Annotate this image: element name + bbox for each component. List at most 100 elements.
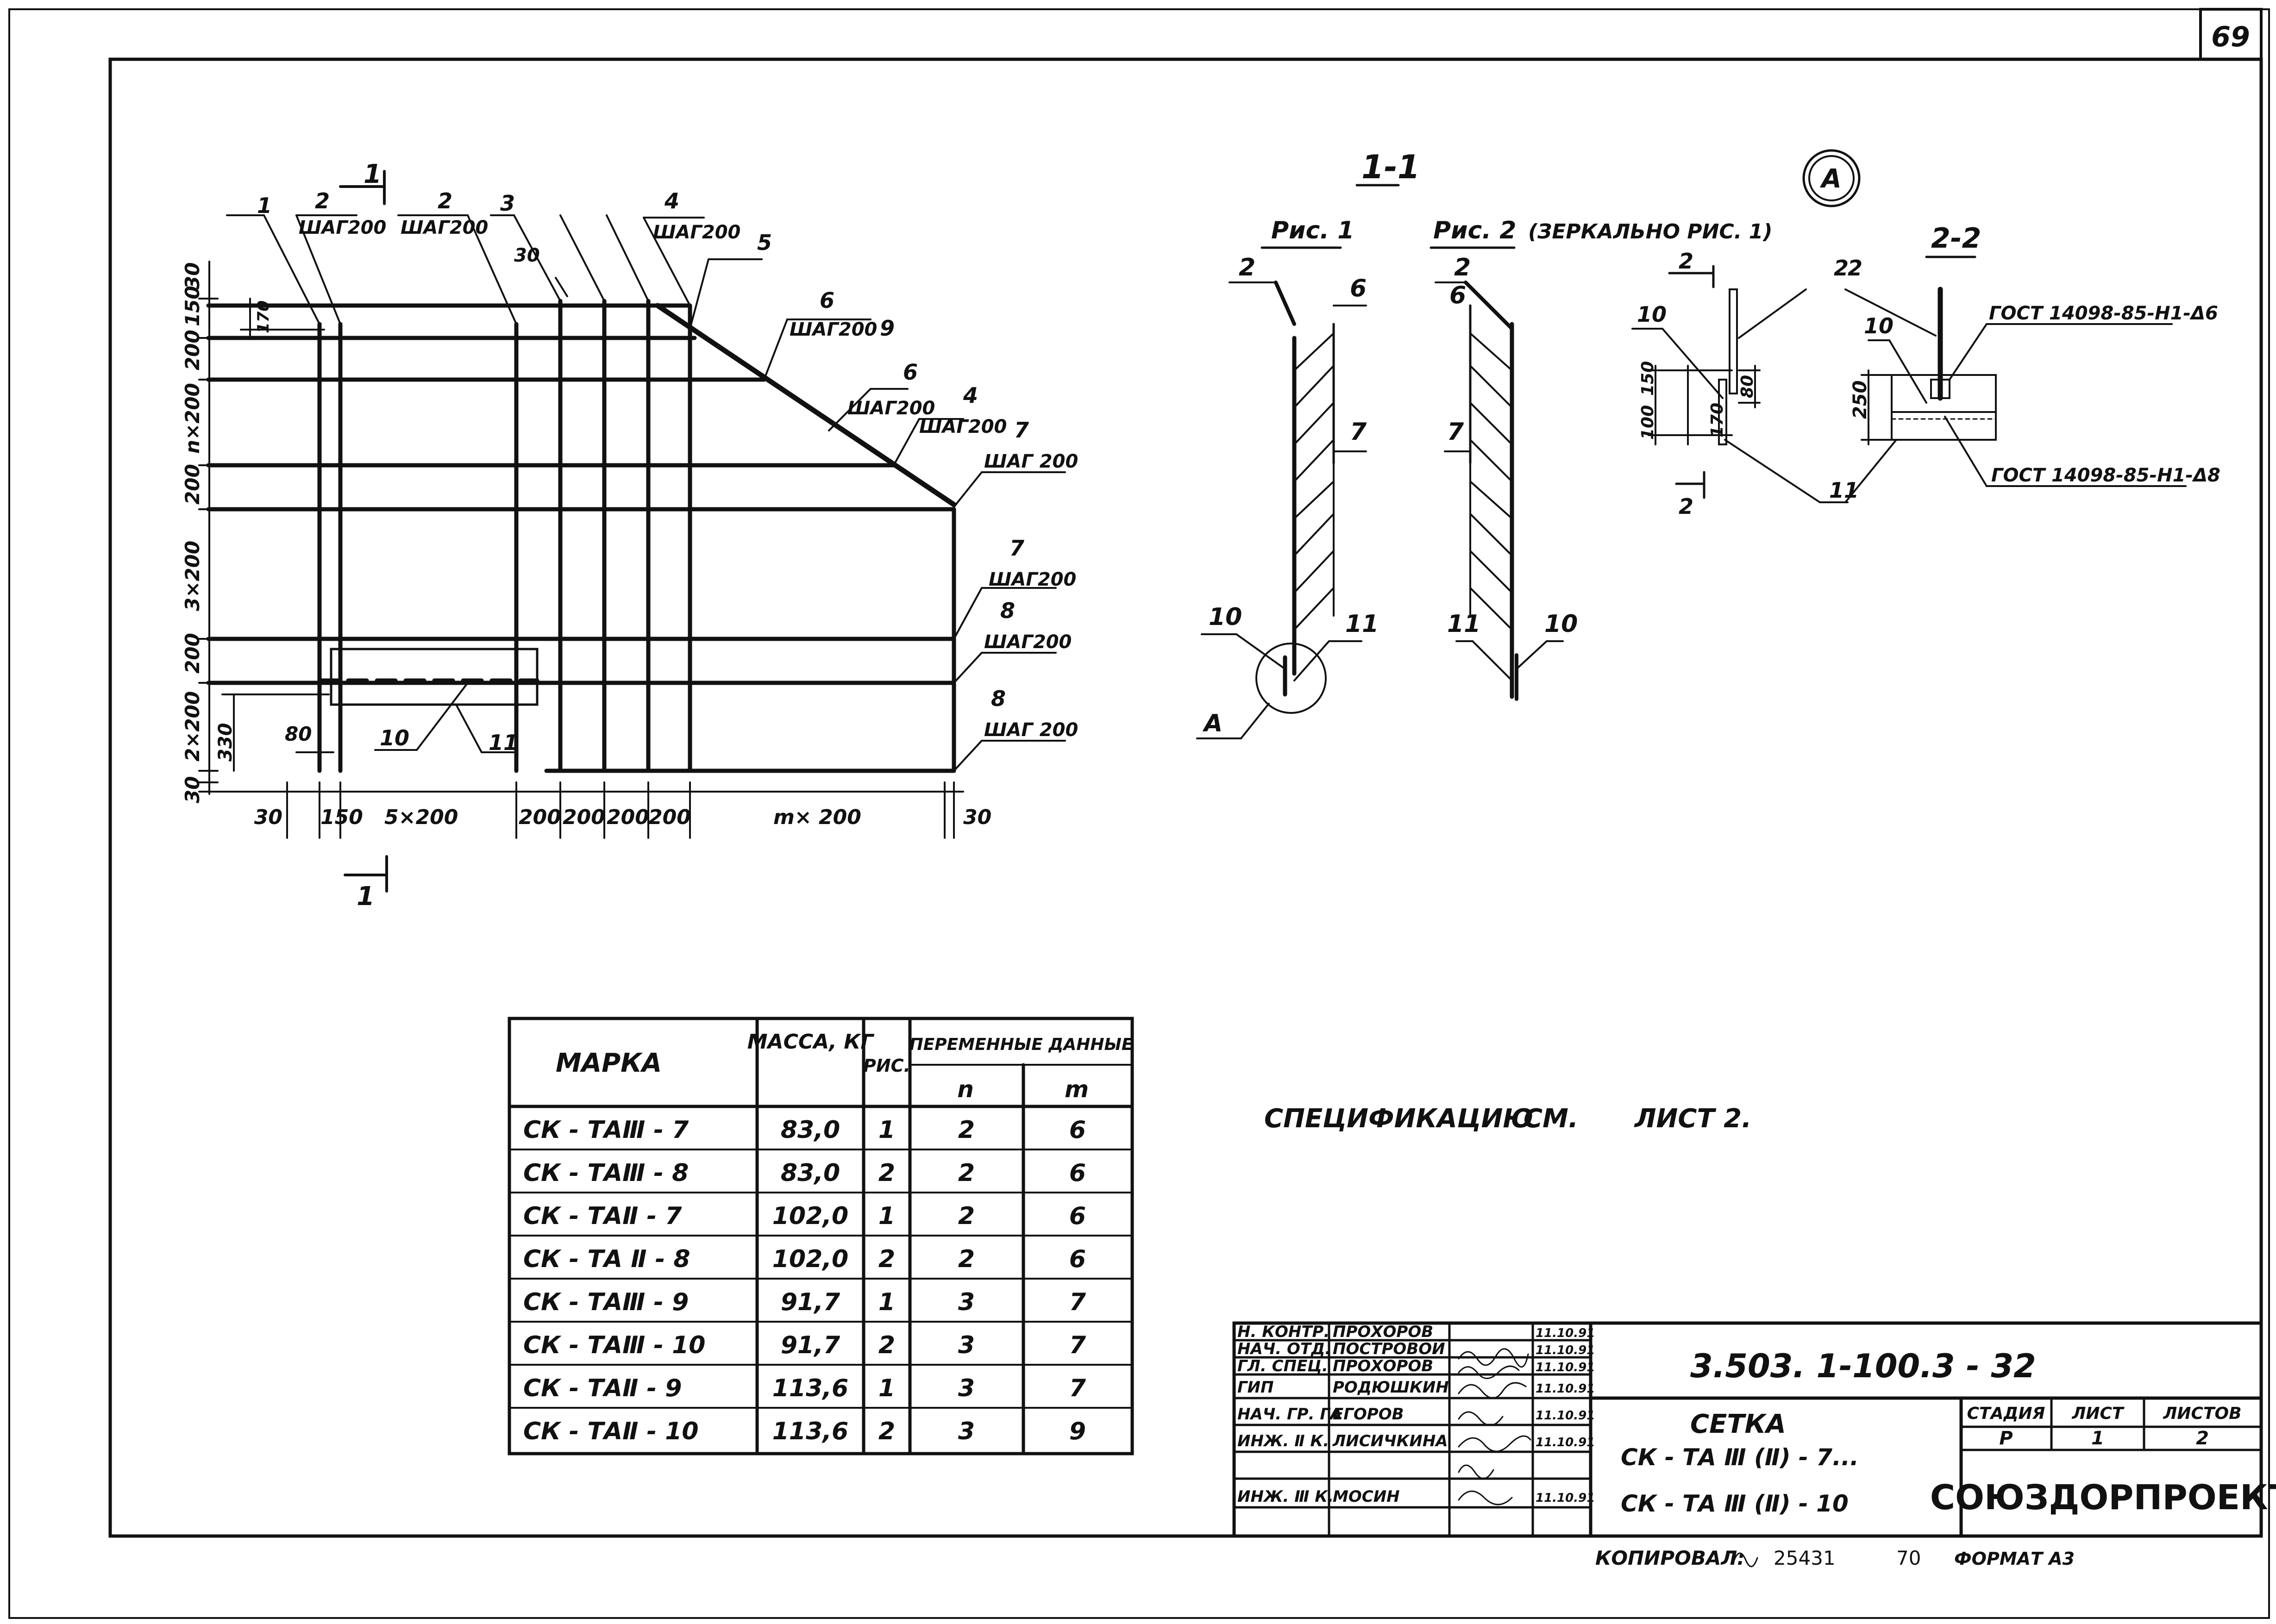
- callout-2a-step: ШАГ200: [299, 217, 386, 238]
- table-cell-m: 7: [1069, 1374, 1086, 1402]
- table-cell-n: 2: [958, 1245, 975, 1273]
- title-block-name: ПОСТРОВОЙ: [1333, 1339, 1445, 1358]
- table-cell-fig: 1: [878, 1116, 895, 1144]
- table-cell-mass: 113,6: [772, 1374, 848, 1402]
- dim-250: 250: [1850, 381, 1871, 419]
- data-table-grid: [508, 1017, 1134, 1455]
- spec-note-sheet: ЛИСТ 2.: [1634, 1104, 1751, 1134]
- callout-11: 11: [489, 730, 518, 755]
- page-number: 69: [2211, 21, 2250, 53]
- fig1-label: Рис. 1: [1271, 217, 1354, 244]
- fig1-callout-7: 7: [1350, 418, 1367, 446]
- title-block-role: Н. КОНТР.: [1237, 1323, 1329, 1341]
- table-cell-mass: 113,6: [772, 1418, 848, 1445]
- table-cell-n: 3: [958, 1374, 975, 1402]
- spec-note-word: СПЕЦИФИКАЦИЮ: [1264, 1104, 1533, 1134]
- fig1-callout-11: 11: [1345, 610, 1379, 638]
- doc-code: 3.503. 1-100.3 - 32: [1690, 1347, 2036, 1385]
- plan-bottom-dims: 30 150 5×200 200 200 200 200 m× 200 30: [254, 806, 991, 829]
- sheet-value: 1: [2091, 1428, 2104, 1449]
- callout-9: 9: [880, 316, 895, 341]
- section-2-2-title: 2-2: [1931, 222, 1981, 255]
- header-m: m: [1065, 1076, 1089, 1103]
- table-cell-fig: 2: [878, 1245, 895, 1273]
- callout-6b: 6: [903, 360, 918, 385]
- plan-detail-frame: [330, 648, 539, 706]
- table-cell-n: 2: [958, 1116, 975, 1144]
- inner-frame: [108, 57, 2263, 1538]
- fig2-callout-6: 6: [1449, 281, 1466, 309]
- header-mark: МАРКА: [556, 1048, 662, 1078]
- header-mass: МАССА, КГ: [747, 1030, 874, 1054]
- table-cell-mark: СК - ТАⅢ - 8: [523, 1159, 689, 1187]
- fig2-note: (ЗЕРКАЛЬНО РИС. 1): [1528, 220, 1772, 244]
- table-cell-mark: СК - ТАⅢ - 7: [523, 1116, 689, 1144]
- fig1-callout-a: А: [1202, 710, 1223, 737]
- table-cell-fig: 2: [878, 1331, 895, 1359]
- title-block-date: 11.10.91: [1536, 1491, 1595, 1505]
- dim-left-200c: 200: [181, 633, 204, 674]
- callout-7b-step: ШАГ200: [989, 569, 1076, 590]
- table-cell-mark: СК - ТАⅢ - 9: [523, 1288, 689, 1316]
- dim-left-30b: 30: [181, 776, 204, 803]
- table-cell-n: 3: [958, 1331, 975, 1359]
- dim-bottom-5x200: 5×200: [384, 806, 458, 829]
- title-block-name: ЛИСИЧКИНА: [1332, 1432, 1448, 1450]
- title-block-name: ЕГОРОВ: [1333, 1405, 1404, 1424]
- plan-leaders: [226, 214, 1066, 772]
- dim-bottom-30a: 30: [254, 806, 282, 829]
- detail-callout-2b: 2: [1848, 256, 1862, 281]
- table-cell-mark: СК - ТАⅡ - 9: [523, 1374, 682, 1402]
- title-block-role: ГЛ. СПЕЦ.: [1237, 1357, 1328, 1375]
- dim-bottom-150: 150: [320, 806, 363, 829]
- fig1-callout-2: 2: [1239, 254, 1255, 281]
- table-cell-mass: 102,0: [772, 1202, 848, 1230]
- table-cell-mass: 91,7: [781, 1288, 840, 1316]
- table-cell-m: 6: [1069, 1116, 1086, 1144]
- callout-7a-step: ШАГ 200: [984, 451, 1078, 472]
- fig2-callout-10: 10: [1544, 610, 1578, 638]
- dim-150: 150: [1638, 361, 1657, 396]
- signatures: [1458, 1348, 1531, 1505]
- plan-dimension-lines: [198, 261, 964, 839]
- callout-7b: 7: [1009, 536, 1024, 561]
- title-block-name: МОСИН: [1333, 1487, 1400, 1506]
- stage-value: Р: [1999, 1428, 2013, 1449]
- copier-signature: [1733, 1552, 1758, 1568]
- table-cell-fig: 1: [878, 1288, 895, 1316]
- format-label: ФОРМАТ А3: [1954, 1549, 2075, 1569]
- title-block-role: НАЧ. ГР. ГА: [1237, 1405, 1342, 1424]
- fig2-label: Рис. 2: [1433, 217, 1516, 244]
- page-number-box: [2199, 8, 2263, 61]
- section-cut-marks: [339, 170, 388, 893]
- title-block-role: ИНЖ. Ⅱ К.: [1237, 1432, 1329, 1450]
- title-block-role: ГИП: [1237, 1378, 1274, 1397]
- gost-top: ГОСТ 14098-85-Н1-Δ6: [1989, 303, 2218, 324]
- callout-8a: 8: [1000, 598, 1015, 623]
- callout-10: 10: [380, 725, 409, 750]
- table-cell-mark: СК - ТАⅡ - 7: [523, 1202, 682, 1230]
- table-cell-n: 3: [958, 1418, 975, 1445]
- gost-bottom: ГОСТ 14098-85-Н1-Δ8: [1991, 465, 2220, 486]
- dim-170-detail: 170: [1708, 403, 1727, 437]
- title-block-date: 11.10.91: [1536, 1436, 1595, 1449]
- dim-80-detail: 80: [1738, 375, 1757, 398]
- dim-100: 100: [1638, 405, 1657, 440]
- title-block-role: ИНЖ. Ⅲ К.: [1237, 1487, 1334, 1506]
- table-cell-mass: 83,0: [781, 1116, 840, 1144]
- sheets-label: ЛИСТОВ: [2163, 1404, 2241, 1423]
- organization: СОЮЗДОРПРОЕКТ: [1930, 1478, 2276, 1518]
- header-n: n: [957, 1076, 974, 1103]
- dim-left-200b: 200: [181, 464, 204, 505]
- dim-bottom-200b: 200: [563, 806, 605, 829]
- callout-4b: 4: [963, 383, 978, 408]
- dim-left-3x200: 3×200: [181, 541, 204, 611]
- title-line-2: СК - ТА Ⅲ (Ⅱ) - 7...: [1621, 1444, 1859, 1471]
- plan-labels: 1 2 ШАГ200 2 ШАГ200 3 4 ШАГ200 5 6 ШАГ20…: [257, 159, 1078, 912]
- dim-bottom-30b: 30: [963, 806, 991, 829]
- dim-bottom-mx200: m× 200: [773, 806, 861, 829]
- callout-2a: 2: [315, 188, 330, 213]
